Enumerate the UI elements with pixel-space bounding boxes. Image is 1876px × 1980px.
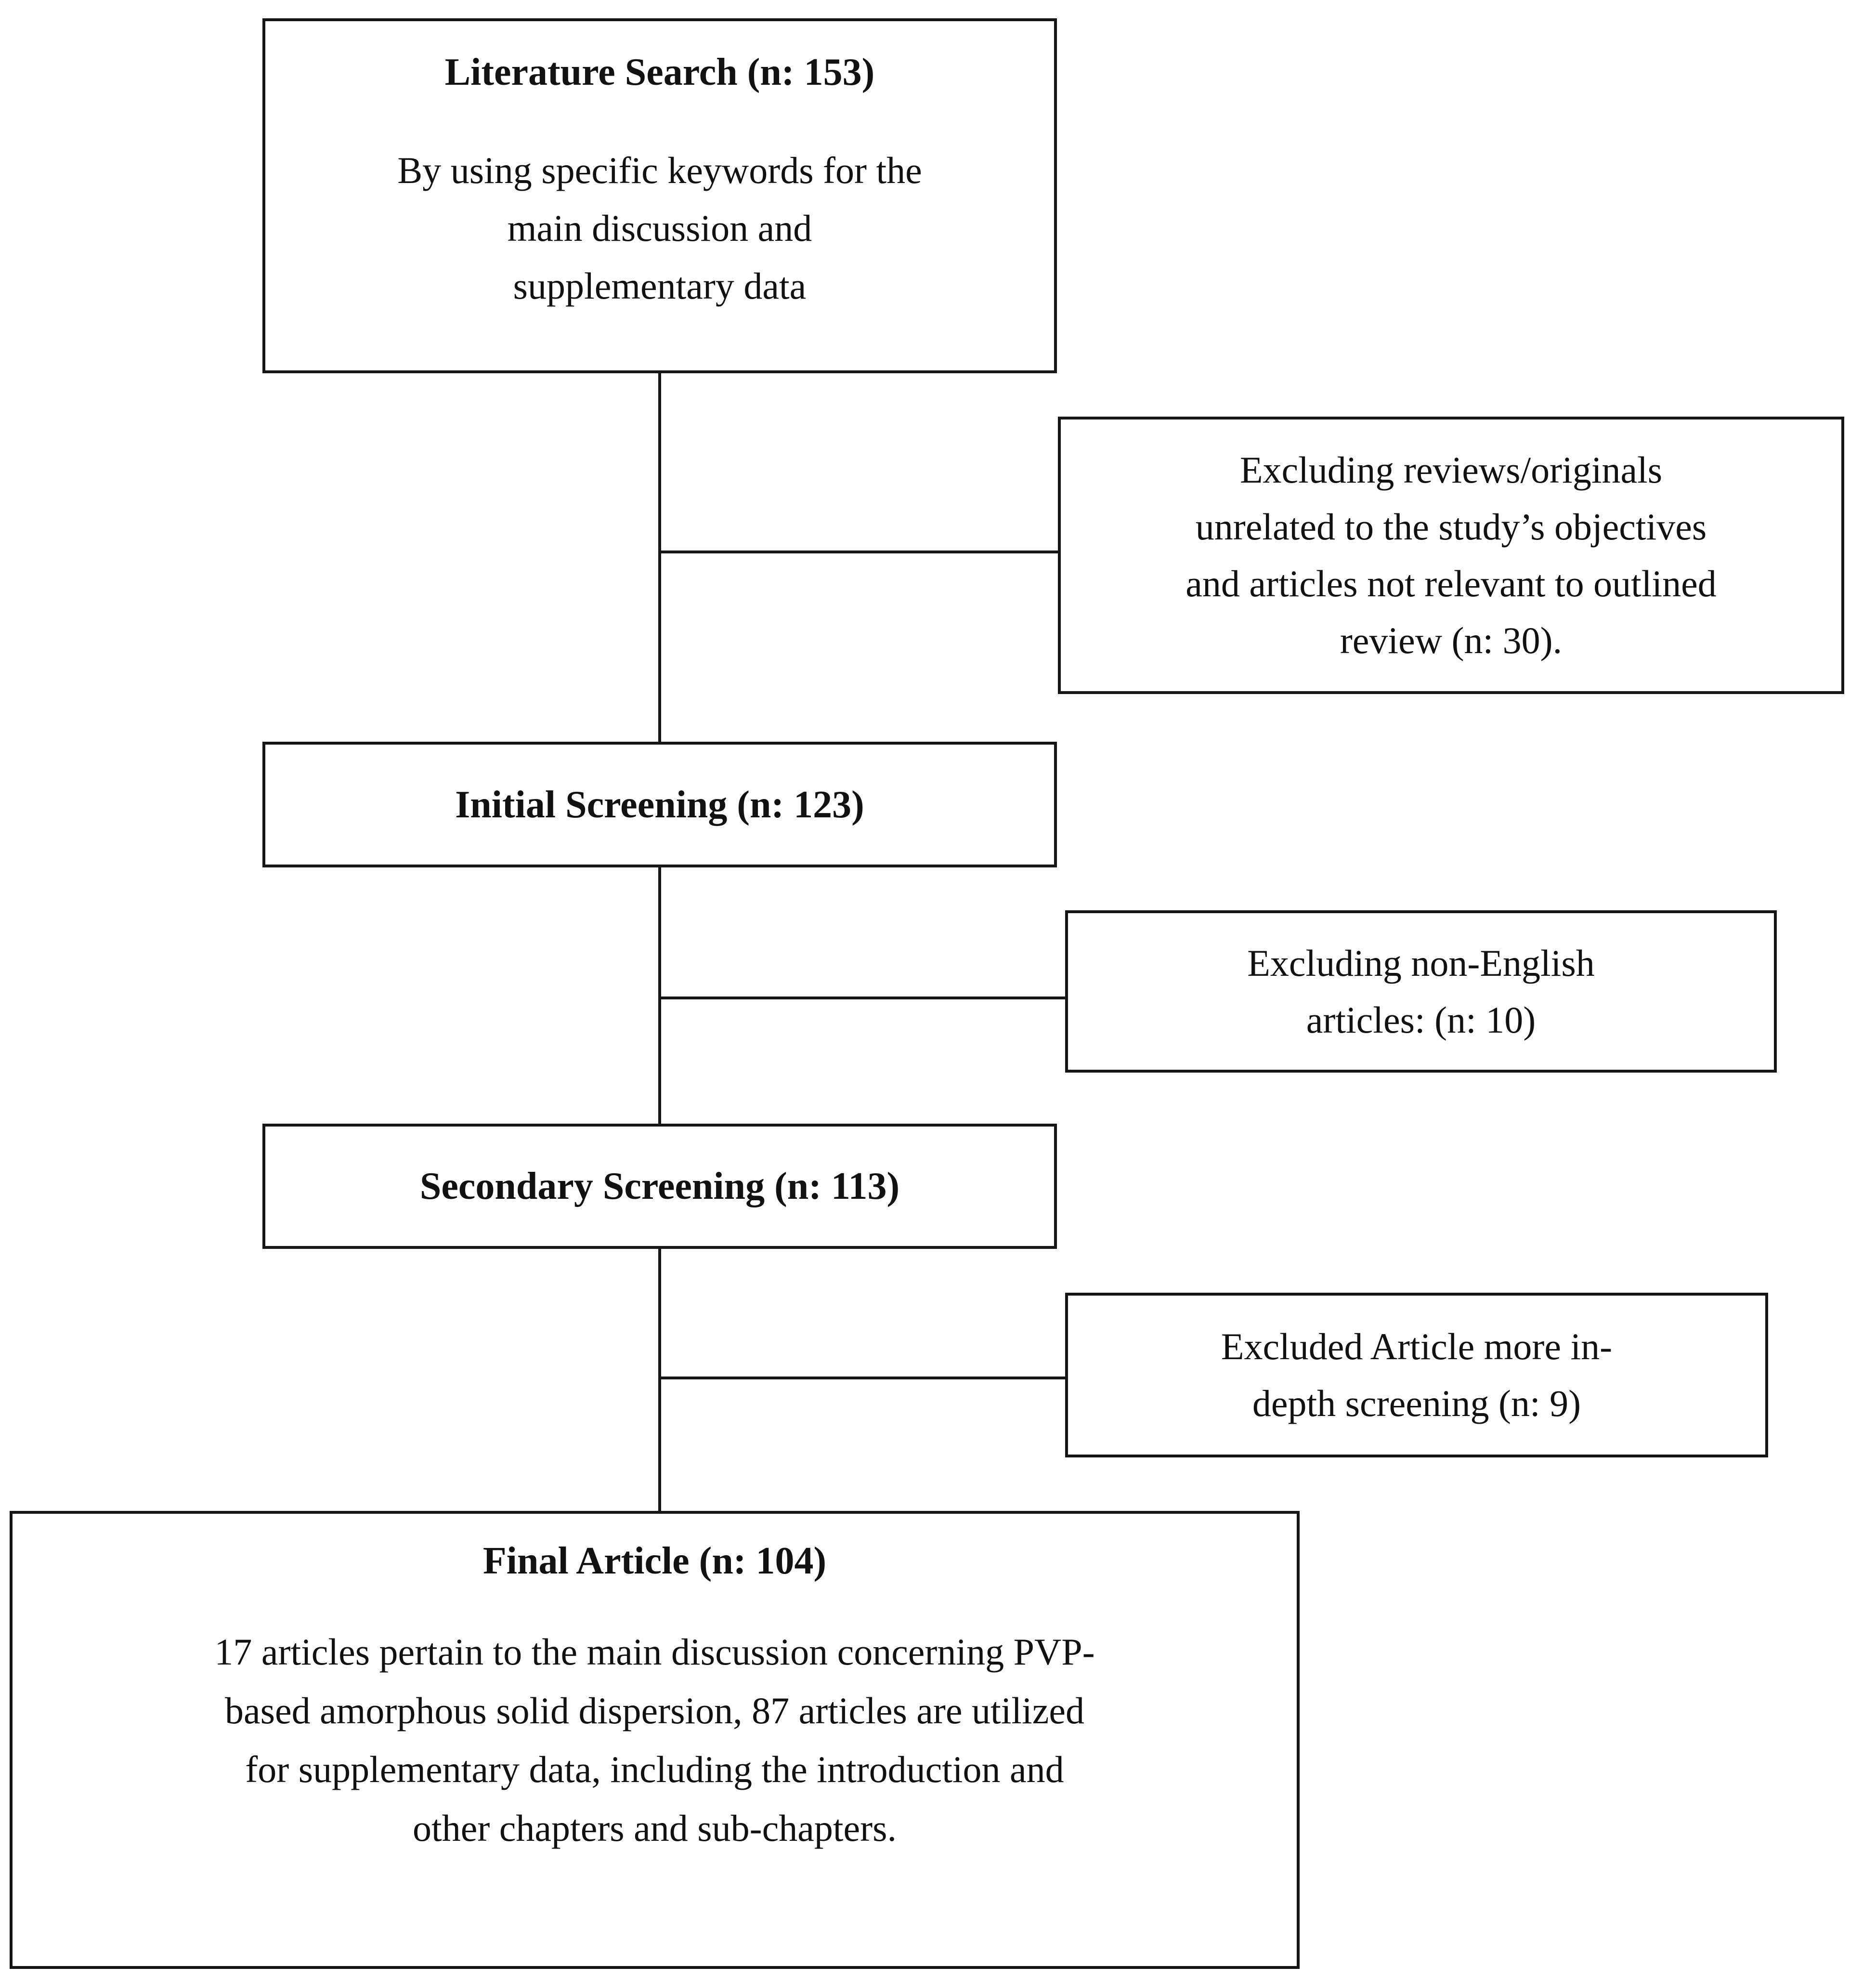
connector-branch-to-non-english-exclusion [658, 997, 1065, 999]
exclusion-box-in-depth-screening: Excluded Article more in- depth screenin… [1065, 1293, 1768, 1457]
connector-secondary-to-final [658, 1249, 661, 1511]
flow-box-final-article: Final Article (n: 104) 17 articles perta… [10, 1511, 1300, 1969]
exclusion-reviews-originals-text: Excluding reviews/originals unrelated to… [1186, 449, 1717, 661]
connector-initial-to-secondary [658, 867, 661, 1124]
final-article-description: 17 articles pertain to the main discussi… [214, 1631, 1095, 1849]
exclusion-non-english-text: Excluding non-English articles: (n: 10) [1247, 942, 1595, 1041]
literature-search-title: Literature Search (n: 153) [444, 51, 875, 93]
connector-branch-to-reviews-exclusion [658, 551, 1058, 553]
flow-box-secondary-screening: Secondary Screening (n: 113) [262, 1124, 1057, 1249]
exclusion-box-non-english: Excluding non-English articles: (n: 10) [1065, 910, 1777, 1073]
connector-branch-to-in-depth-exclusion [658, 1377, 1065, 1379]
flow-box-initial-screening: Initial Screening (n: 123) [262, 742, 1057, 867]
flow-box-literature-search: Literature Search (n: 153) By using spec… [262, 18, 1057, 373]
connector-literature-to-initial [658, 373, 661, 742]
secondary-screening-title: Secondary Screening (n: 113) [419, 1165, 900, 1207]
final-article-title: Final Article (n: 104) [482, 1540, 827, 1582]
initial-screening-title: Initial Screening (n: 123) [455, 783, 864, 826]
exclusion-box-reviews-originals: Excluding reviews/originals unrelated to… [1058, 417, 1844, 694]
literature-search-description: By using specific keywords for the main … [397, 149, 922, 307]
exclusion-in-depth-text: Excluded Article more in- depth screenin… [1221, 1325, 1613, 1424]
